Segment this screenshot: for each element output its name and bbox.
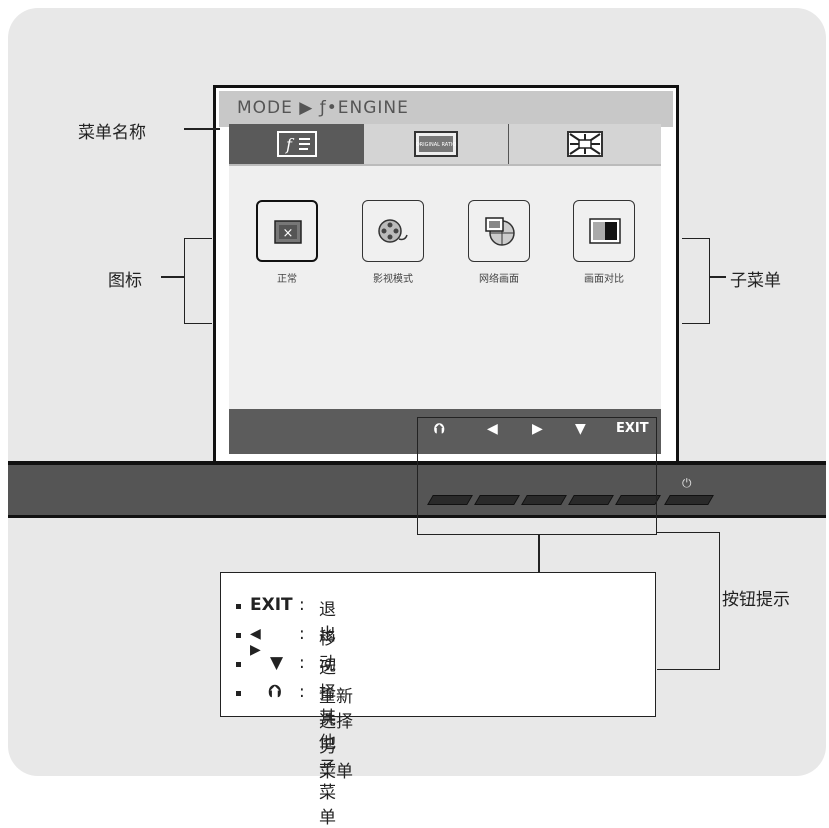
legend-connector [538, 535, 540, 572]
submenu-label-movie: 影视模式 [373, 274, 413, 285]
tab-f-engine[interactable]: f [229, 124, 364, 164]
submenu-normal[interactable]: × [256, 200, 318, 262]
legend-colon: : [299, 624, 305, 644]
submenu-label-normal: 正常 [277, 274, 297, 285]
submenu-label-demo: 画面对比 [584, 274, 624, 285]
menu-name-leader [184, 128, 220, 130]
icon-bracket [184, 238, 212, 324]
hint-back: ⮉ [434, 421, 445, 437]
submenu-area: × 正常 影视模式 [229, 164, 661, 409]
icon-leader [161, 276, 184, 278]
internet-icon [485, 217, 515, 246]
legend-bullet [236, 691, 241, 696]
original-ratio-label: ORIGINAL RATIO [416, 142, 457, 148]
legend-bullet [236, 604, 241, 609]
svg-text:×: × [283, 226, 294, 241]
submenu-leader [710, 276, 726, 278]
hint-right: ▶ [532, 421, 543, 437]
callout-icon: 图标 [108, 271, 142, 291]
osd-screen: MODE ▶ ƒ•ENGINE f ORIGINAL RATIO [213, 85, 679, 475]
tab-photo-effect[interactable] [509, 124, 661, 164]
submenu-internet[interactable] [468, 200, 530, 262]
hint-left: ◀ [487, 421, 498, 437]
legend-text: 退出 [319, 600, 336, 645]
normal-icon: × [274, 220, 302, 244]
hint-down: ▼ [575, 421, 586, 437]
legend-text: 重新选择另 菜单 [319, 687, 353, 782]
legend-symbol: ▼ [270, 653, 284, 673]
demo-icon [589, 218, 621, 244]
legend-symbol: EXIT [250, 595, 293, 615]
submenu-movie[interactable] [362, 200, 424, 262]
photo-effect-icon [567, 131, 603, 157]
legend-colon: : [299, 682, 305, 702]
legend-symbol: ⮉ [268, 682, 281, 702]
power-button[interactable] [664, 495, 714, 505]
button-hint-bracket [657, 532, 720, 670]
legend-text: 移动 [319, 629, 336, 674]
callout-button-hint: 按钮提示 [722, 590, 790, 610]
svg-text:f: f [285, 135, 295, 154]
menu-header: MODE ▶ ƒ•ENGINE [219, 91, 673, 127]
callout-menu-name: 菜单名称 [78, 123, 146, 143]
hint-exit: EXIT [616, 421, 649, 436]
callout-submenu: 子菜单 [730, 271, 781, 291]
movie-icon [378, 219, 408, 243]
legend-box: EXIT : 退出 ◀ ▶ : 移动 ▼ : 选择其他子菜单 ⮉ : 重新选择另… [220, 572, 656, 828]
tab-bar: f ORIGINAL RATIO [229, 124, 661, 164]
legend-bullet [236, 633, 241, 638]
button-hint-bar: ⮉ ◀ ▶ ▼ EXIT [229, 409, 661, 454]
f-engine-icon: f [276, 131, 317, 157]
legend-colon: : [299, 595, 305, 615]
legend-bullet [236, 662, 241, 667]
submenu-label-internet: 网络画面 [479, 274, 519, 285]
tab-original-ratio[interactable]: ORIGINAL RATIO [364, 124, 509, 164]
legend-symbol: ◀ ▶ [250, 626, 261, 658]
power-icon: ⏻ [682, 476, 692, 490]
button-hint-highlight [417, 417, 657, 535]
submenu-bracket [682, 238, 710, 324]
submenu-demo[interactable] [573, 200, 635, 262]
legend-colon: : [299, 653, 305, 673]
menu-title: MODE ▶ ƒ•ENGINE [237, 98, 409, 118]
original-ratio-icon: ORIGINAL RATIO [414, 131, 458, 157]
